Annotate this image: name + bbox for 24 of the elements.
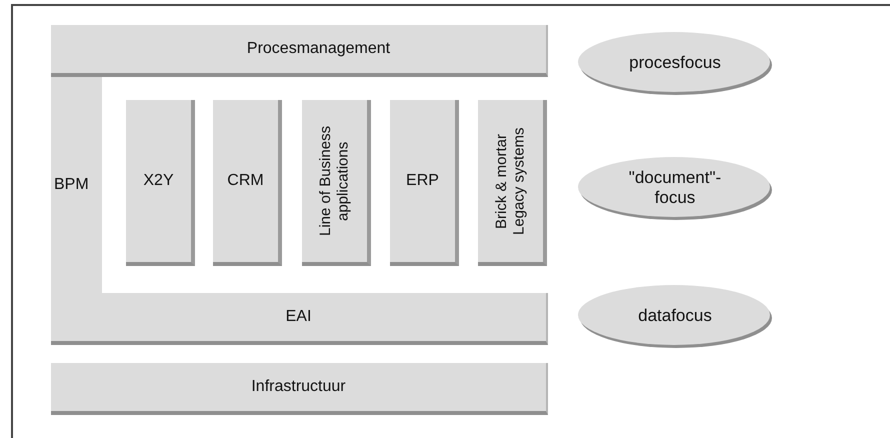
node-label: ERP xyxy=(406,172,439,190)
node-label: Brick & mortar Legacy systems xyxy=(493,126,528,237)
layer-band xyxy=(51,293,548,345)
node-label: CRM xyxy=(227,172,264,190)
node-label: "document"- focus xyxy=(628,168,722,208)
focus-ellipse xyxy=(577,155,773,221)
node-label: Infrastructuur xyxy=(251,378,346,396)
system-box xyxy=(478,100,547,266)
system-box xyxy=(213,100,282,266)
layer-band xyxy=(51,25,548,77)
system-box xyxy=(302,100,371,266)
node-label: BPM xyxy=(54,176,89,194)
node-label: EAI xyxy=(286,308,312,326)
node-label: X2Y xyxy=(143,172,174,190)
focus-ellipse xyxy=(577,30,773,96)
node-label: procesfocus xyxy=(629,53,721,73)
system-box xyxy=(390,100,459,266)
system-box xyxy=(126,100,195,266)
node-label: Procesmanagement xyxy=(246,40,390,58)
node-label: datafocus xyxy=(638,306,712,326)
node-label: Line of Business applications xyxy=(317,124,352,238)
focus-ellipse xyxy=(577,283,773,349)
layer-band xyxy=(51,363,548,415)
layer-band xyxy=(51,77,102,293)
